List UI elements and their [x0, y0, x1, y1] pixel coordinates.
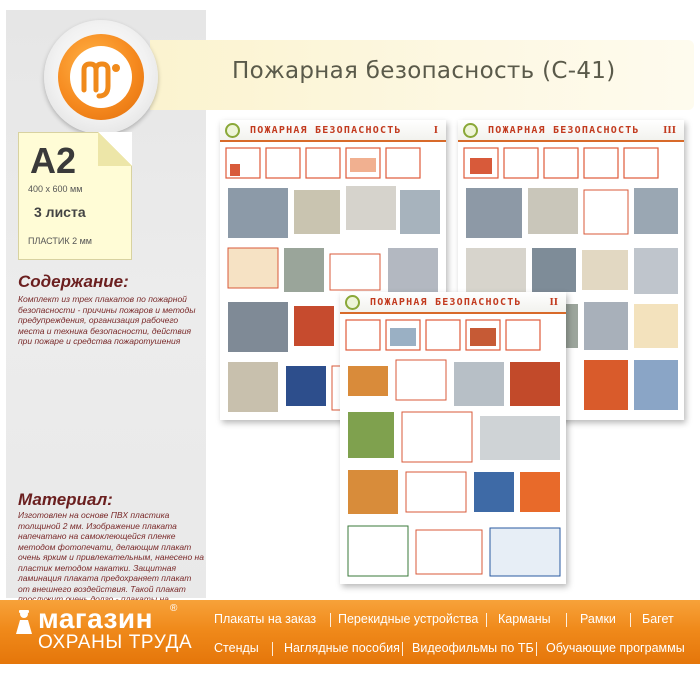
nav-separator	[272, 642, 273, 656]
brand-tagline: ОХРАНЫ ТРУДА	[38, 632, 193, 653]
content-heading: Содержание:	[18, 272, 129, 291]
nav-link-visual-aids[interactable]: Наглядные пособия	[284, 641, 400, 655]
nav-separator	[536, 642, 537, 656]
safety-worker-icon	[16, 610, 32, 634]
poster-title: ПОЖАРНАЯ БЕЗОПАСНОСТЬ	[250, 125, 402, 136]
poster-header: ПОЖАРНАЯ БЕЗОПАСНОСТЬ II	[340, 292, 566, 314]
format-dimensions: 400 х 600 мм	[28, 184, 83, 194]
nav-link-baguette[interactable]: Багет	[642, 612, 674, 626]
poster-header: ПОЖАРНАЯ БЕЗОПАСНОСТЬ III	[458, 120, 684, 142]
footer-bar	[0, 600, 700, 664]
poster-image[interactable]: ПОЖАРНАЯ БЕЗОПАСНОСТЬ I	[220, 120, 446, 420]
nav-separator	[566, 613, 567, 627]
poster-title: ПОЖАРНАЯ БЕЗОПАСНОСТЬ	[488, 125, 640, 136]
nav-separator	[486, 613, 487, 627]
shop-logo-icon	[81, 61, 120, 99]
nav-link-flip-systems[interactable]: Перекидные устройства	[338, 612, 479, 626]
page-title: Пожарная безопасность (С-41)	[232, 58, 616, 84]
footer-tail	[0, 664, 700, 700]
material-thickness: ПЛАСТИК 2 мм	[28, 236, 92, 246]
nav-link-stands[interactable]: Стенды	[214, 641, 259, 655]
card-fold	[98, 132, 132, 166]
registered-mark: ®	[170, 603, 178, 614]
nav-link-safety-videos[interactable]: Видеофильмы по ТБ	[412, 641, 534, 655]
nav-link-pockets[interactable]: Карманы	[498, 612, 551, 626]
nav-link-training-programs[interactable]: Обучающие программы	[546, 641, 685, 655]
nav-separator	[630, 613, 631, 627]
nav-separator	[402, 642, 403, 656]
nav-link-frames[interactable]: Рамки	[580, 612, 616, 626]
poster-emblem-icon	[345, 295, 360, 310]
poster-number: II	[549, 296, 558, 308]
format-size-label: A2	[30, 140, 77, 181]
poster-image[interactable]: ПОЖАРНАЯ БЕЗОПАСНОСТЬ III	[458, 120, 684, 420]
title-bar	[150, 40, 694, 110]
nav-separator	[330, 613, 331, 627]
material-description: Изготовлен на основе ПВХ пластика толщин…	[18, 510, 204, 625]
poster-number: I	[433, 124, 438, 136]
poster-header: ПОЖАРНАЯ БЕЗОПАСНОСТЬ I	[220, 120, 446, 142]
poster-image[interactable]: ПОЖАРНАЯ БЕЗОПАСНОСТЬ II	[340, 292, 566, 584]
nav-link-custom-posters[interactable]: Плакаты на заказ	[214, 612, 317, 626]
content-description: Комплект из трех плакатов по пожарной бе…	[18, 294, 196, 346]
material-heading: Материал:	[18, 490, 113, 509]
poster-illustrations	[345, 319, 561, 577]
brand-name[interactable]: магазин	[38, 603, 154, 634]
poster-emblem-icon	[463, 123, 478, 138]
poster-title: ПОЖАРНАЯ БЕЗОПАСНОСТЬ	[370, 297, 522, 308]
poster-number: III	[663, 124, 676, 136]
poster-illustrations	[463, 147, 678, 410]
sheet-count: 3 листа	[34, 204, 86, 220]
poster-emblem-icon	[225, 123, 240, 138]
